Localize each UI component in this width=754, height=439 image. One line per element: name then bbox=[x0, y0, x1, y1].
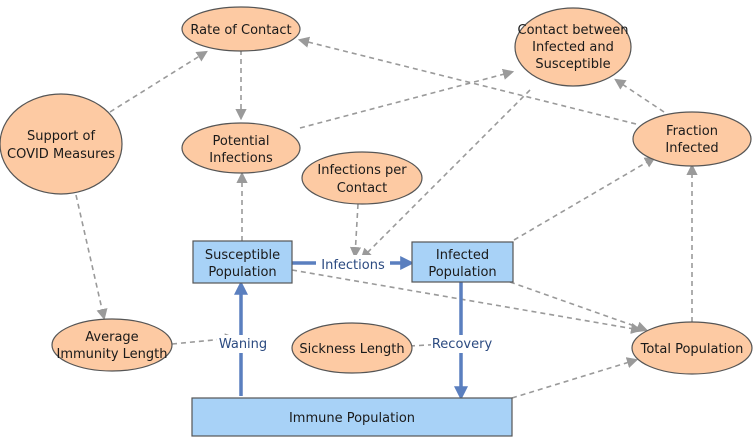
variable-label-line: Infected and bbox=[532, 40, 614, 55]
variable-contact-between-infected-and-susceptible[interactable]: Contact between Infected and Susceptible bbox=[514, 7, 632, 87]
link-support-to-immunity bbox=[75, 194, 108, 321]
link-fraction-to-rate bbox=[297, 36, 637, 125]
link-infected-to-total bbox=[509, 281, 649, 333]
variable-label-line: COVID Measures bbox=[7, 147, 115, 162]
variable-rate-of-contact[interactable]: Rate of Contact bbox=[181, 6, 301, 52]
recovery-label-bg bbox=[431, 335, 493, 353]
variable-label-line: Infected bbox=[665, 141, 718, 156]
variable-label-line: Infections bbox=[209, 151, 273, 166]
variable-label-line: Support of bbox=[27, 129, 95, 144]
variable-label-line: Immunity Length bbox=[56, 347, 167, 362]
stock-label-line: Infected bbox=[436, 248, 489, 263]
variable-label-line: Fraction bbox=[666, 124, 718, 139]
stock-immune-population[interactable]: Immune Population bbox=[191, 397, 513, 437]
variable-label-line: Average bbox=[85, 330, 138, 345]
flow-label-waning: Waning bbox=[219, 337, 267, 352]
flows: Infections Recovery Waning bbox=[217, 255, 493, 401]
link-fraction-to-contact bbox=[614, 78, 665, 113]
variable-label-line: Susceptible bbox=[535, 57, 610, 72]
variable-sickness-length[interactable]: Sickness Length bbox=[291, 322, 413, 374]
variable-label-line: Rate of Contact bbox=[190, 23, 291, 38]
link-infected-to-fraction bbox=[513, 156, 656, 241]
flow-label-infections: Infections bbox=[321, 258, 385, 273]
stock-label-line: Immune Population bbox=[289, 411, 415, 426]
variable-total-population[interactable]: Total Population bbox=[631, 321, 753, 375]
stock-susceptible-population[interactable]: Susceptible Population bbox=[192, 240, 293, 284]
variable-potential-infections[interactable]: Potential Infections bbox=[181, 122, 301, 174]
stock-label-line: Population bbox=[208, 265, 276, 280]
link-potential-to-contact bbox=[299, 68, 515, 129]
stock-label-line: Population bbox=[428, 265, 496, 280]
variable-label-line: Potential bbox=[213, 134, 270, 149]
stock-label-line: Susceptible bbox=[205, 248, 280, 263]
variable-label-line: Contact between bbox=[518, 23, 629, 38]
variable-infections-per-contact[interactable]: Infections per Contact bbox=[301, 151, 423, 205]
stock-infected-population[interactable]: Infected Population bbox=[411, 241, 514, 283]
variable-label-line: Contact bbox=[337, 181, 388, 196]
variable-label-line: Total Population bbox=[640, 342, 744, 357]
link-infections-per-contact-to-infections bbox=[349, 203, 362, 259]
link-contact-to-infections bbox=[360, 89, 531, 260]
variable-label-line: Sickness Length bbox=[299, 342, 404, 357]
variable-label-line: Infections per bbox=[317, 163, 407, 178]
link-susceptible-to-total bbox=[291, 269, 643, 334]
link-support-to-rate bbox=[109, 50, 208, 113]
flow-label-recovery: Recovery bbox=[432, 337, 493, 352]
waning-label-bg bbox=[217, 335, 267, 353]
stocks: Susceptible Population Infected Populati… bbox=[191, 240, 514, 437]
variable-average-immunity-length[interactable]: Average Immunity Length bbox=[51, 318, 173, 372]
variable-fraction-infected[interactable]: Fraction Infected bbox=[632, 111, 752, 167]
link-immunity-to-waning bbox=[171, 333, 237, 345]
variables: Rate of Contact Contact between Infected… bbox=[0, 6, 753, 375]
infections-label-bg bbox=[316, 255, 390, 273]
variable-support-of-covid-measures[interactable]: Support of COVID Measures bbox=[0, 93, 123, 195]
link-immune-to-total bbox=[511, 357, 639, 399]
